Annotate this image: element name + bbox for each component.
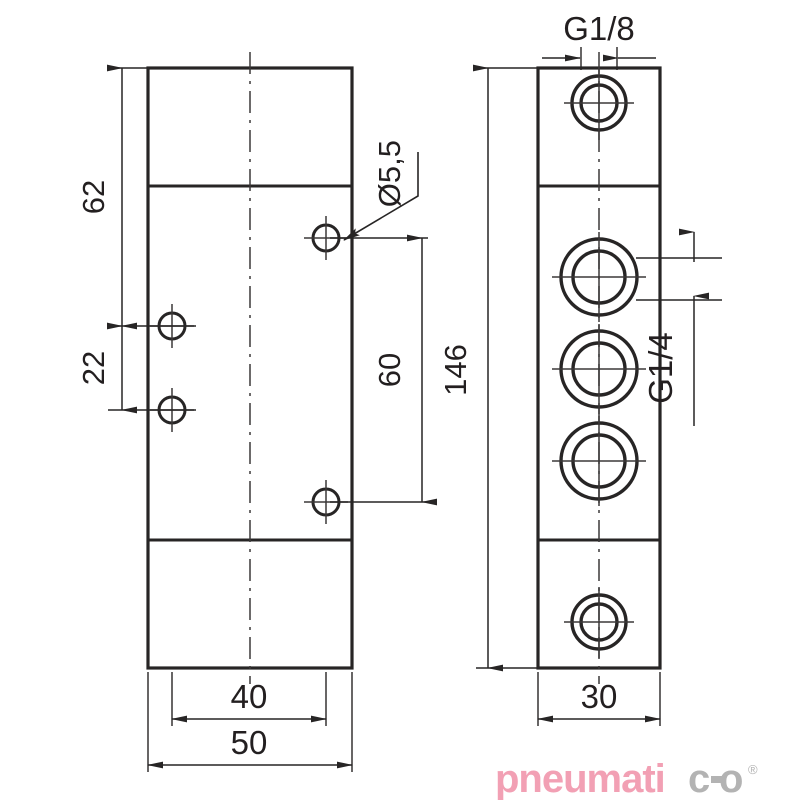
dimension-22: 22 <box>76 322 137 414</box>
dimension-146-label: 146 <box>438 344 473 396</box>
dimension-g14: G1/4 <box>636 228 722 426</box>
dimension-62: 62 <box>76 64 137 330</box>
dimension-146: 146 <box>438 64 538 672</box>
port-main-upper-g14 <box>552 232 646 322</box>
dimension-60-label: 60 <box>372 353 407 387</box>
diameter-callout-5-5: Ø5,5 <box>343 140 419 241</box>
port-bottom-g18 <box>564 587 634 658</box>
dimension-g14-label: G1/4 <box>642 332 679 404</box>
port-main-lower-g14 <box>552 416 646 506</box>
diameter-5-5-label: Ø5,5 <box>372 140 407 207</box>
port-main-middle-g14 <box>552 324 646 414</box>
dimension-30-label: 30 <box>581 678 618 715</box>
dimension-40: 40 <box>171 672 327 726</box>
dimension-60: 60 <box>330 234 437 506</box>
dimension-62-label: 62 <box>76 180 111 214</box>
dimension-50-label: 50 <box>231 724 268 761</box>
side-view-group <box>536 52 662 684</box>
dimension-30: 30 <box>537 672 661 726</box>
dimension-g18: G1/8 <box>542 10 656 70</box>
front-view-group <box>108 52 354 684</box>
port-top-g18 <box>564 68 634 140</box>
dimension-50: 50 <box>147 672 353 772</box>
dimension-g18-label: G1/8 <box>563 10 635 47</box>
leader-line-diameter <box>343 152 419 241</box>
dimension-22-label: 22 <box>76 351 111 385</box>
dimension-40-label: 40 <box>231 678 268 715</box>
